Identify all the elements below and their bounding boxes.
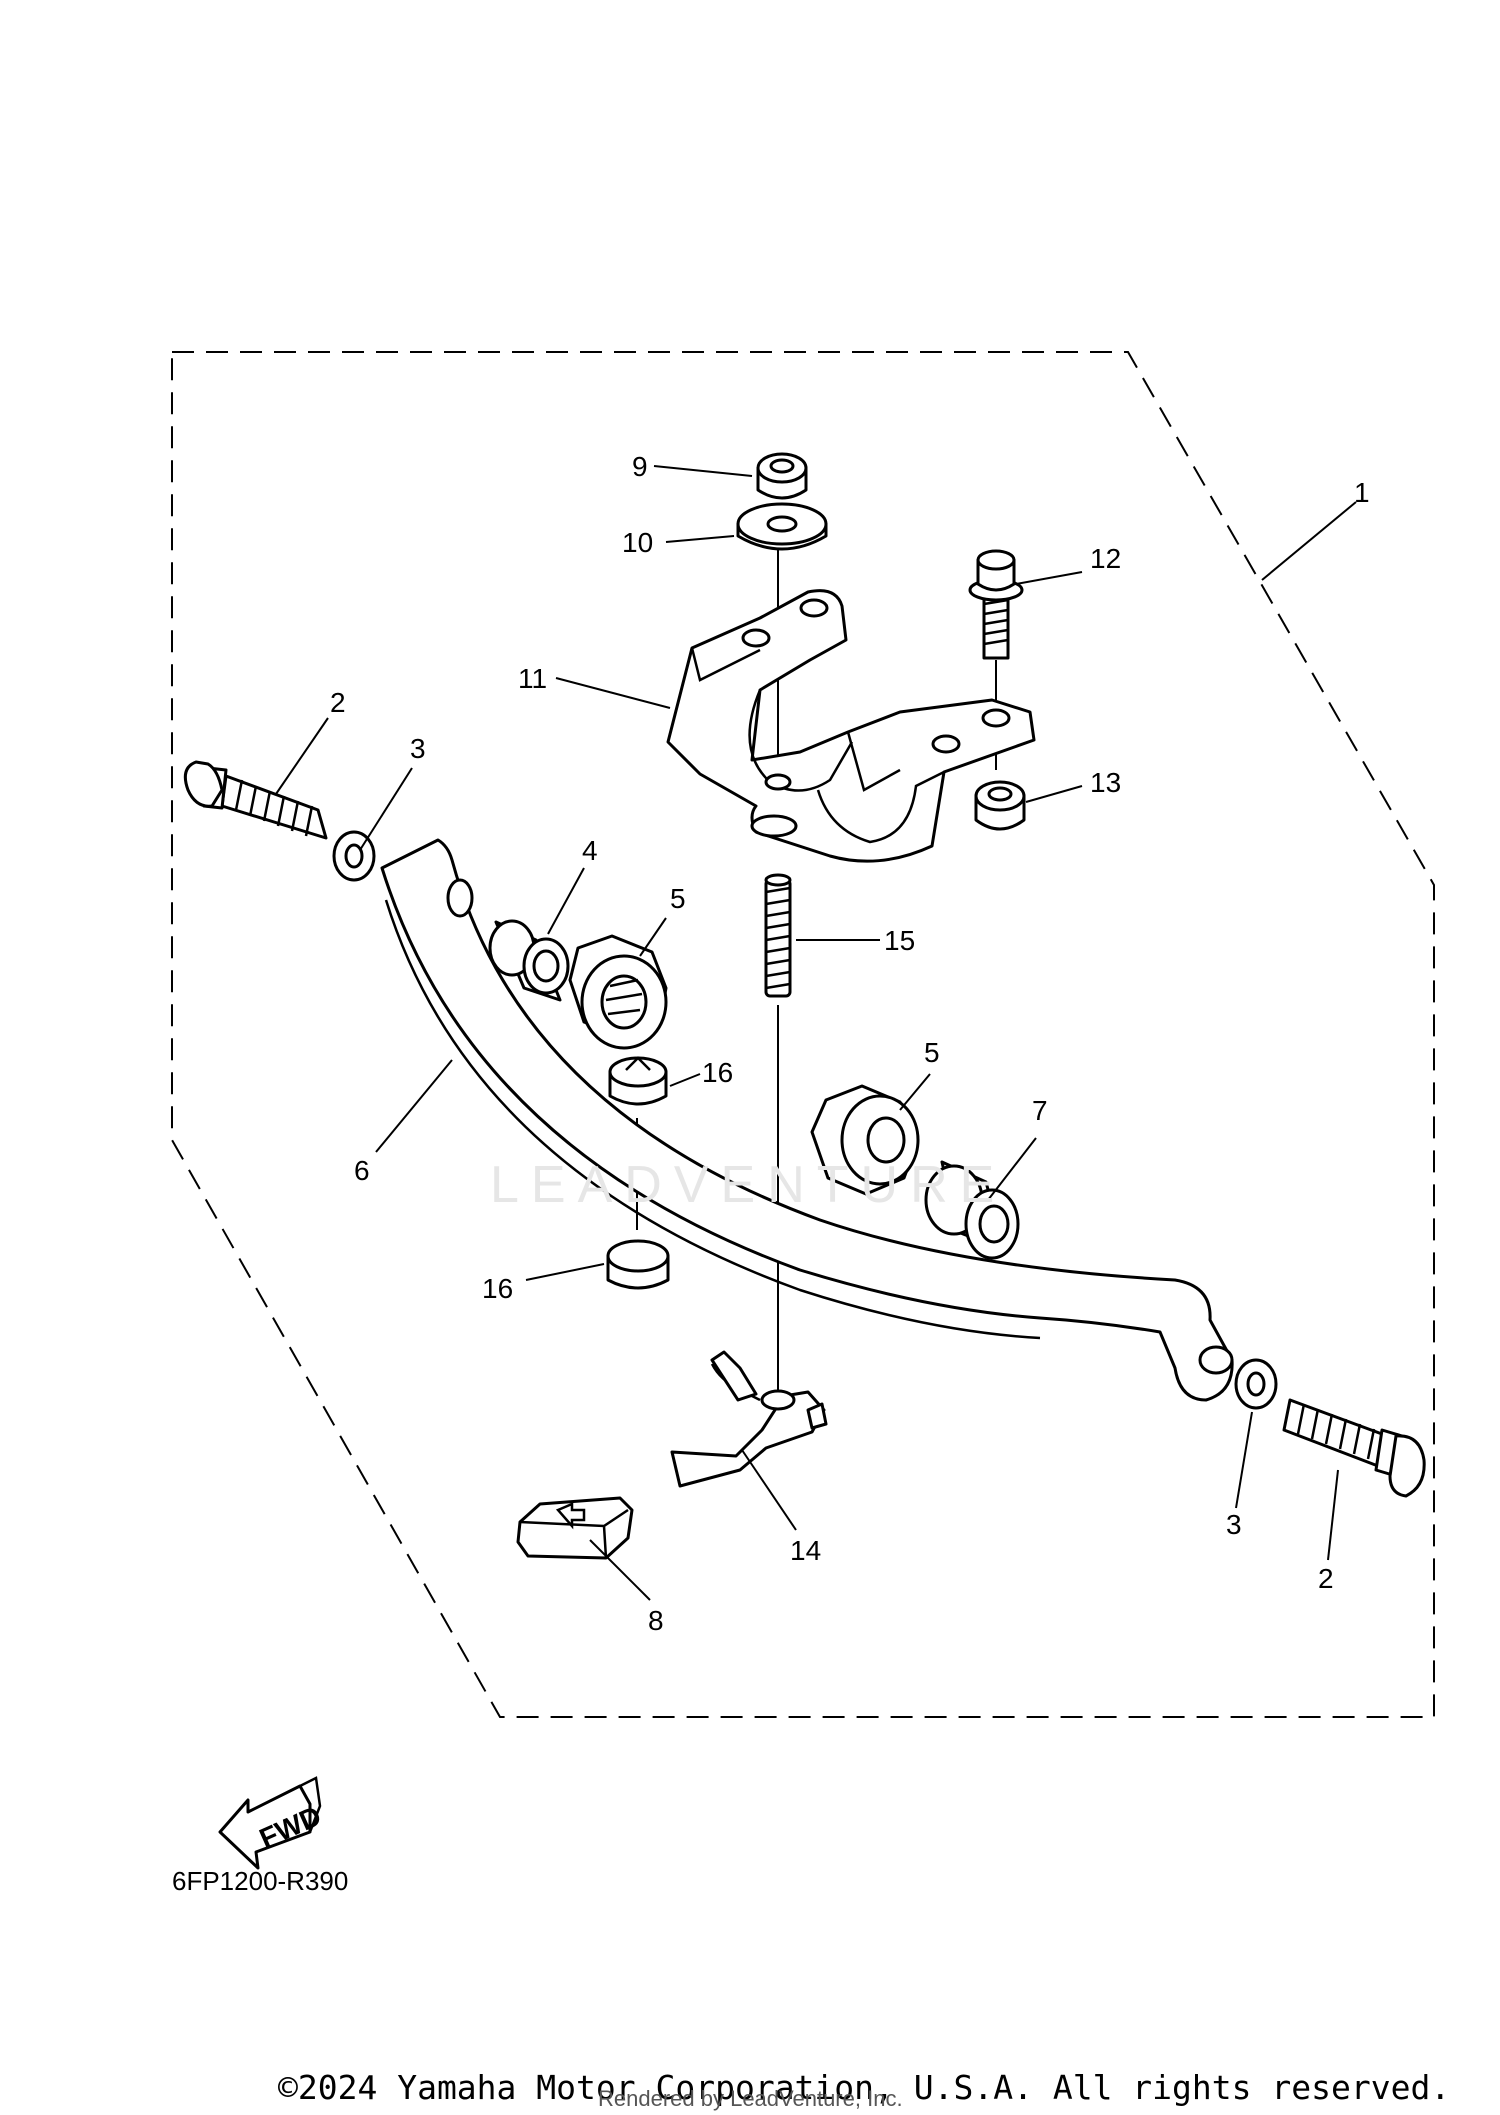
fwd-arrow-icon: FWD: [218, 1776, 326, 1870]
callout-16-upper: 16: [702, 1057, 733, 1088]
callout-12: 12: [1090, 543, 1121, 574]
callout-3-right: 3: [1226, 1509, 1242, 1540]
callout-16-lower: 16: [482, 1273, 513, 1304]
callout-4: 4: [582, 835, 598, 866]
part-16-cap-lower: [606, 1239, 670, 1290]
part-7-collar: [924, 1160, 1020, 1260]
callout-13: 13: [1090, 767, 1121, 798]
part-5-nut-upper: [568, 934, 668, 1050]
part-4-bushing: [488, 919, 570, 1002]
callout-11: 11: [518, 663, 547, 694]
callout-3-left: 3: [410, 733, 426, 764]
part-6-steering-arm: [380, 838, 1234, 1402]
callout-leaders: [275, 465, 1357, 1601]
part-9-nut: [756, 452, 808, 500]
part-5-nut-lower: [810, 1084, 920, 1196]
part-2-bolt-left: [183, 760, 328, 840]
rendered-by-text: Rendered by LeadVenture, Inc.: [598, 2086, 903, 2111]
callout-labels: 1 2 2 3 3 4 5 5 6 7 8 9 10 11 12 13 14 1…: [330, 451, 1370, 1636]
part-2-bolt-right: [1282, 1398, 1426, 1498]
part-15-stud: [764, 873, 792, 998]
callout-7: 7: [1032, 1095, 1048, 1126]
callout-5-upper: 5: [670, 883, 686, 914]
callout-5-lower: 5: [924, 1037, 940, 1068]
part-12-flange-bolt: [968, 549, 1024, 660]
callout-9: 9: [632, 451, 648, 482]
part-13-nut: [974, 780, 1026, 831]
callout-14: 14: [790, 1535, 821, 1566]
callout-10: 10: [622, 527, 653, 558]
part-8-cap: [516, 1496, 634, 1560]
part-3-washer-right: [1234, 1358, 1278, 1410]
copyright-text: ©2024 Yamaha Motor Corporation, U.S.A. A…: [278, 2068, 1451, 2107]
part-14-plate: [670, 1350, 828, 1488]
diagram-code: 6FP1200-R390: [172, 1866, 349, 1896]
callout-2-right: 2: [1318, 1563, 1334, 1594]
part-10-washer: [736, 502, 828, 551]
callout-15: 15: [884, 925, 915, 956]
callout-6: 6: [354, 1155, 370, 1186]
assembly-boundary: [171, 351, 1435, 1718]
callout-2-left: 2: [330, 687, 346, 718]
part-16-cap-upper: [608, 1056, 668, 1106]
callout-1: 1: [1354, 477, 1370, 508]
watermark: LEADVENTURE: [490, 1156, 1007, 1214]
callout-8: 8: [648, 1605, 664, 1636]
part-11-bracket: [666, 589, 1036, 863]
